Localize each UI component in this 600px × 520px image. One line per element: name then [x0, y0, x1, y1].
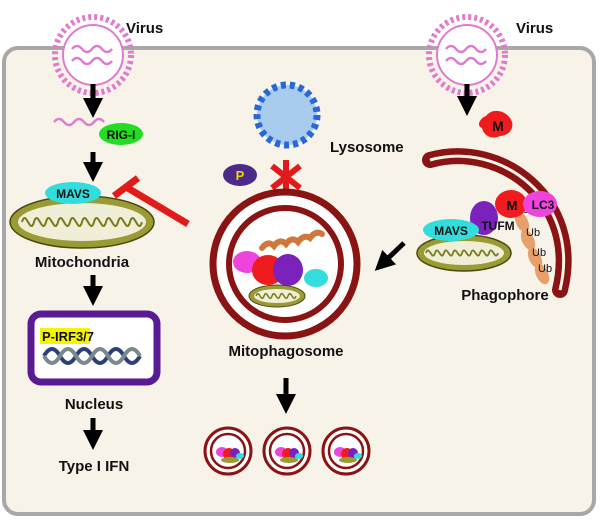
mitochondria-right-icon [416, 234, 512, 272]
m-free-label: M [492, 118, 504, 134]
m-protein-bound [495, 190, 527, 218]
rig-i-protein [99, 123, 143, 145]
ubiquitin-chain-icon [514, 211, 550, 285]
mitophagosome-icon [209, 188, 361, 340]
mavs-left-label: MAVS [56, 187, 90, 201]
rig-i-label: RIG-I [107, 128, 136, 142]
p-irf-highlight [40, 328, 90, 344]
block-cross-icon [270, 160, 302, 194]
mavs-right-label: MAVS [434, 224, 468, 238]
lysosome-icon [253, 81, 321, 149]
degraded-vesicle-3-icon [321, 426, 371, 476]
degraded-vesicle-1-icon [203, 426, 253, 476]
virus-right-icon [426, 14, 508, 96]
virus-left-label: Virus [126, 20, 163, 37]
inhibition-bar-icon [111, 175, 190, 228]
m-protein-free [479, 110, 513, 138]
type-i-ifn-label: Type I IFN [59, 458, 130, 475]
m-bound-label: M [507, 198, 518, 213]
phagophore-lumen [429, 154, 566, 291]
virus-right-label: Virus [516, 20, 553, 37]
lc3-label: LC3 [532, 198, 555, 212]
lysosome-label: Lysosome [330, 139, 404, 156]
mavs-right-protein [423, 219, 479, 241]
ub-label-2: Ub [526, 227, 540, 239]
arrow-phagophore-to-mitophagosome [374, 241, 406, 271]
mitophagosome-label: Mitophagosome [229, 343, 344, 360]
degraded-vesicle-2-icon [262, 426, 312, 476]
p-protein [223, 164, 257, 186]
mitochondria-left-icon [9, 195, 155, 249]
phagophore-label: Phagophore [461, 287, 549, 304]
ub-label-3: Ub [532, 247, 546, 259]
dna-helix-icon [42, 347, 142, 365]
p-irf-label: P-IRF3/7 [42, 329, 94, 344]
mavs-left-protein [45, 182, 101, 204]
mitochondria-label: Mitochondria [35, 254, 130, 271]
viral-rna-icon [53, 117, 105, 127]
tufm-label: TUFM [481, 219, 514, 233]
lc3-protein [523, 191, 557, 217]
ub-label-4: Ub [538, 263, 552, 275]
nucleus-label: Nucleus [65, 396, 123, 413]
p-protein-label: P [236, 168, 245, 183]
